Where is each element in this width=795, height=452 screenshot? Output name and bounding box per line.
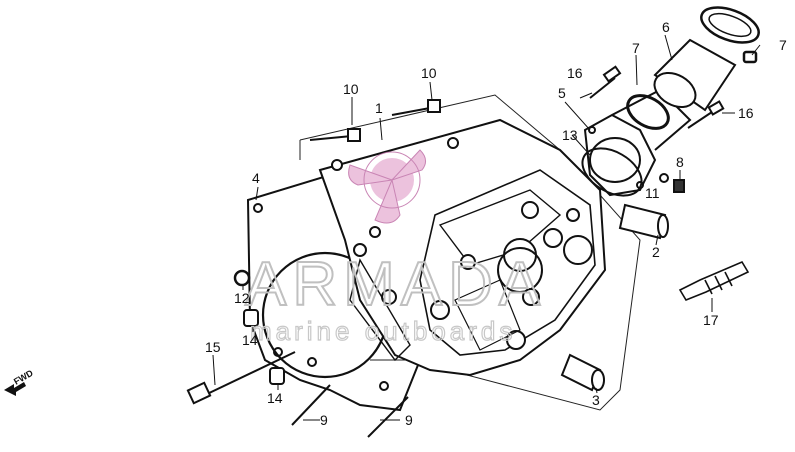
callout-10b: 10 [421,65,437,81]
callout-2: 2 [652,244,660,260]
callout-14a: 14 [242,332,258,348]
callout-4: 4 [252,170,260,186]
callout-11: 11 [645,185,660,201]
forward-arrow: FWD [4,368,35,396]
hose-clamp-lower [626,94,670,130]
dowel-14-lower [269,367,285,385]
watermark-logo [348,149,426,224]
callout-7b: 7 [779,37,787,53]
bolt-15 [186,351,296,405]
callout-17: 17 [703,312,719,328]
dowel-pin-2 [618,203,669,240]
callout-10a: 10 [343,81,359,97]
callout-13: 13 [562,127,578,143]
spark-plug [678,260,750,301]
bolt-16-right [687,100,725,129]
hose-clamp-upper [700,6,760,64]
callout-9b: 9 [405,412,413,428]
callout-labels: 1 2 3 4 5 6 7 7 8 9 9 10 10 11 12 13 14 … [205,19,787,428]
watermark: ARMADA marine outboards [244,149,546,347]
leader-lines [212,34,761,421]
o-ring-12 [233,269,251,287]
callout-14b: 14 [267,390,283,406]
washer-11 [659,173,669,183]
callout-3: 3 [592,392,600,408]
callout-9a: 9 [320,412,328,428]
stud-9-left [291,384,331,426]
water-hose [653,38,737,112]
callout-8: 8 [676,154,684,170]
callout-1: 1 [375,100,383,116]
callout-12: 12 [234,290,250,306]
dowel-14-upper [243,309,259,327]
stud-9-right [367,396,409,438]
bolt-10-right [391,99,441,116]
callout-16a: 16 [567,65,583,81]
callout-6: 6 [662,19,670,35]
watermark-tagline: marine outboards [250,316,516,346]
watermark-brand: ARMADA [245,250,546,319]
dowel-pin-3 [560,353,605,392]
bolt-8 [673,179,685,193]
callout-7a: 7 [632,40,640,56]
bolt-10-left [309,128,361,142]
thermostat-cover [583,88,692,197]
callout-15: 15 [205,339,221,355]
callout-5: 5 [558,85,566,101]
callout-16b: 16 [738,105,754,121]
bolt-16-left [589,65,622,99]
thermostat-gasket [581,147,643,197]
